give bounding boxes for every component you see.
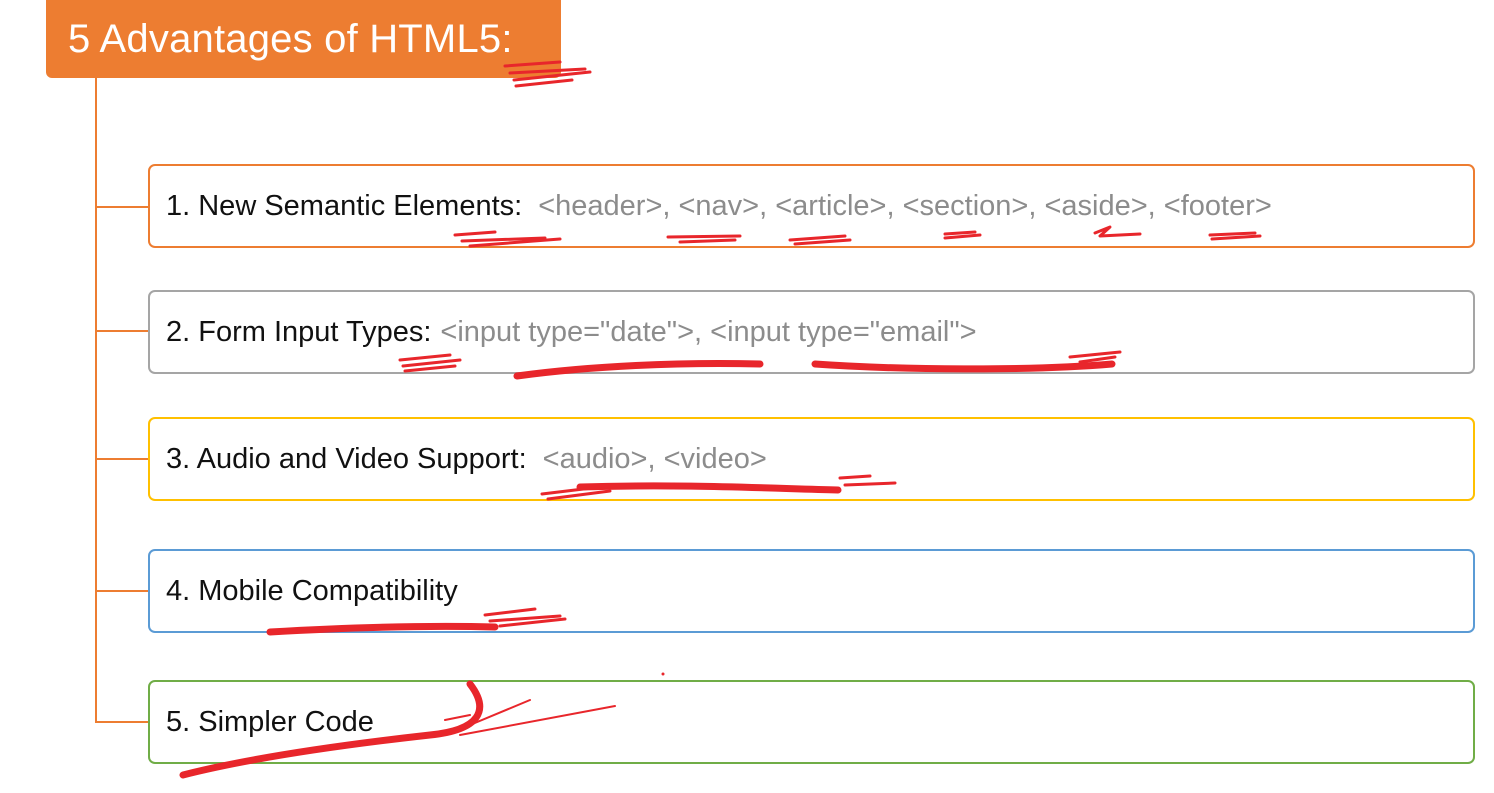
- advantage-item-3: 3. Audio and Video Support: <audio>, <vi…: [148, 417, 1475, 501]
- diagram-title: 5 Advantages of HTML5:: [68, 16, 513, 61]
- branch-line-1: [95, 206, 148, 208]
- advantage-item-5: 5. Simpler Code: [148, 680, 1475, 764]
- advantage-code-1: <header>, <nav>, <article>, <section>, <…: [538, 189, 1272, 222]
- branch-line-3: [95, 458, 148, 460]
- advantage-item-4: 4. Mobile Compatibility: [148, 549, 1475, 633]
- advantage-item-1: 1. New Semantic Elements: <header>, <nav…: [148, 164, 1475, 248]
- pen-dot: [661, 672, 665, 676]
- advantage-item-2: 2. Form Input Types: <input type="date">…: [148, 290, 1475, 374]
- branch-line-4: [95, 590, 148, 592]
- branch-line-2: [95, 330, 148, 332]
- advantage-label-5: 5. Simpler Code: [166, 705, 374, 738]
- advantage-label-3: 3. Audio and Video Support:: [166, 442, 527, 475]
- branch-line-5: [95, 721, 148, 723]
- tree-trunk-line: [95, 78, 97, 723]
- advantage-code-3: <audio>, <video>: [542, 442, 767, 475]
- advantage-code-2: <input type="date">, <input type="email"…: [440, 315, 977, 348]
- diagram-title-box: 5 Advantages of HTML5:: [46, 0, 561, 78]
- advantage-label-4: 4. Mobile Compatibility: [166, 574, 458, 607]
- advantage-label-2: 2. Form Input Types:: [166, 315, 432, 348]
- advantage-label-1: 1. New Semantic Elements:: [166, 189, 523, 222]
